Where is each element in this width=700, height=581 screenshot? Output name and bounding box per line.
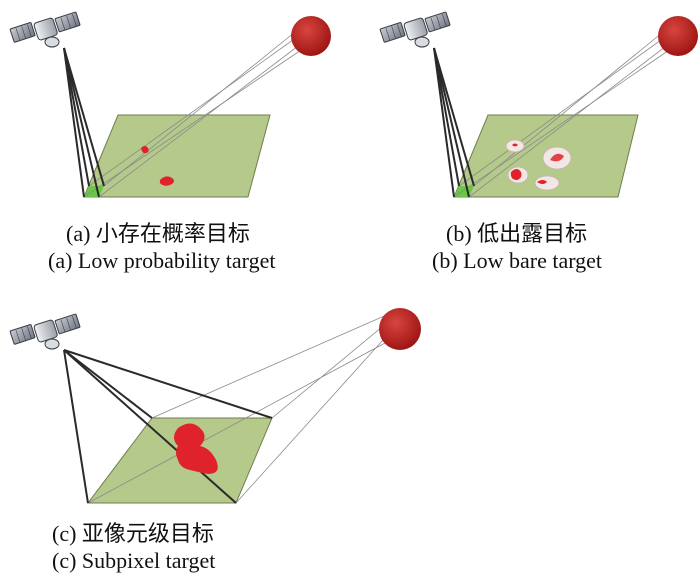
target-exposed-b2	[550, 153, 564, 162]
sun-icon	[379, 308, 421, 350]
caption-b-zh: (b) 低出露目标	[446, 221, 587, 246]
satellite-icon	[9, 313, 81, 350]
target-exposed-b4	[537, 180, 547, 184]
caption-c-en: (c) Subpixel target	[52, 548, 215, 573]
sun-icon	[658, 16, 698, 56]
target-subpixel-c	[174, 423, 218, 474]
sun-rays-b	[453, 27, 679, 198]
target-exposed-b1	[512, 143, 518, 147]
caption-b-en: (b) Low bare target	[432, 248, 602, 273]
target-mound-b4	[534, 175, 560, 191]
caption-a-zh: (a) 小存在概率目标	[66, 221, 250, 246]
ground-plane-a	[83, 114, 271, 198]
satellite-icon	[379, 11, 451, 48]
panel-c: (c) 亚像元级目标 (c) Subpixel target	[9, 308, 421, 573]
view-rays-c	[63, 349, 273, 504]
view-rays-a	[63, 47, 105, 198]
caption-c-zh: (c) 亚像元级目标	[52, 521, 214, 546]
caption-a-en: (a) Low probability target	[48, 248, 275, 273]
target-exposed-b3	[510, 169, 522, 180]
sun-rays-a	[83, 27, 311, 198]
panel-a: (a) 小存在概率目标 (a) Low probability target	[9, 11, 331, 273]
sun-icon	[291, 16, 331, 56]
sun-rays-c	[87, 315, 399, 504]
satellite-icon	[9, 11, 81, 48]
view-rays-b	[433, 47, 475, 198]
target-small-a1	[141, 146, 149, 154]
target-small-a2	[159, 176, 174, 186]
panel-b: (b) 低出露目标 (b) Low bare target	[379, 11, 698, 273]
